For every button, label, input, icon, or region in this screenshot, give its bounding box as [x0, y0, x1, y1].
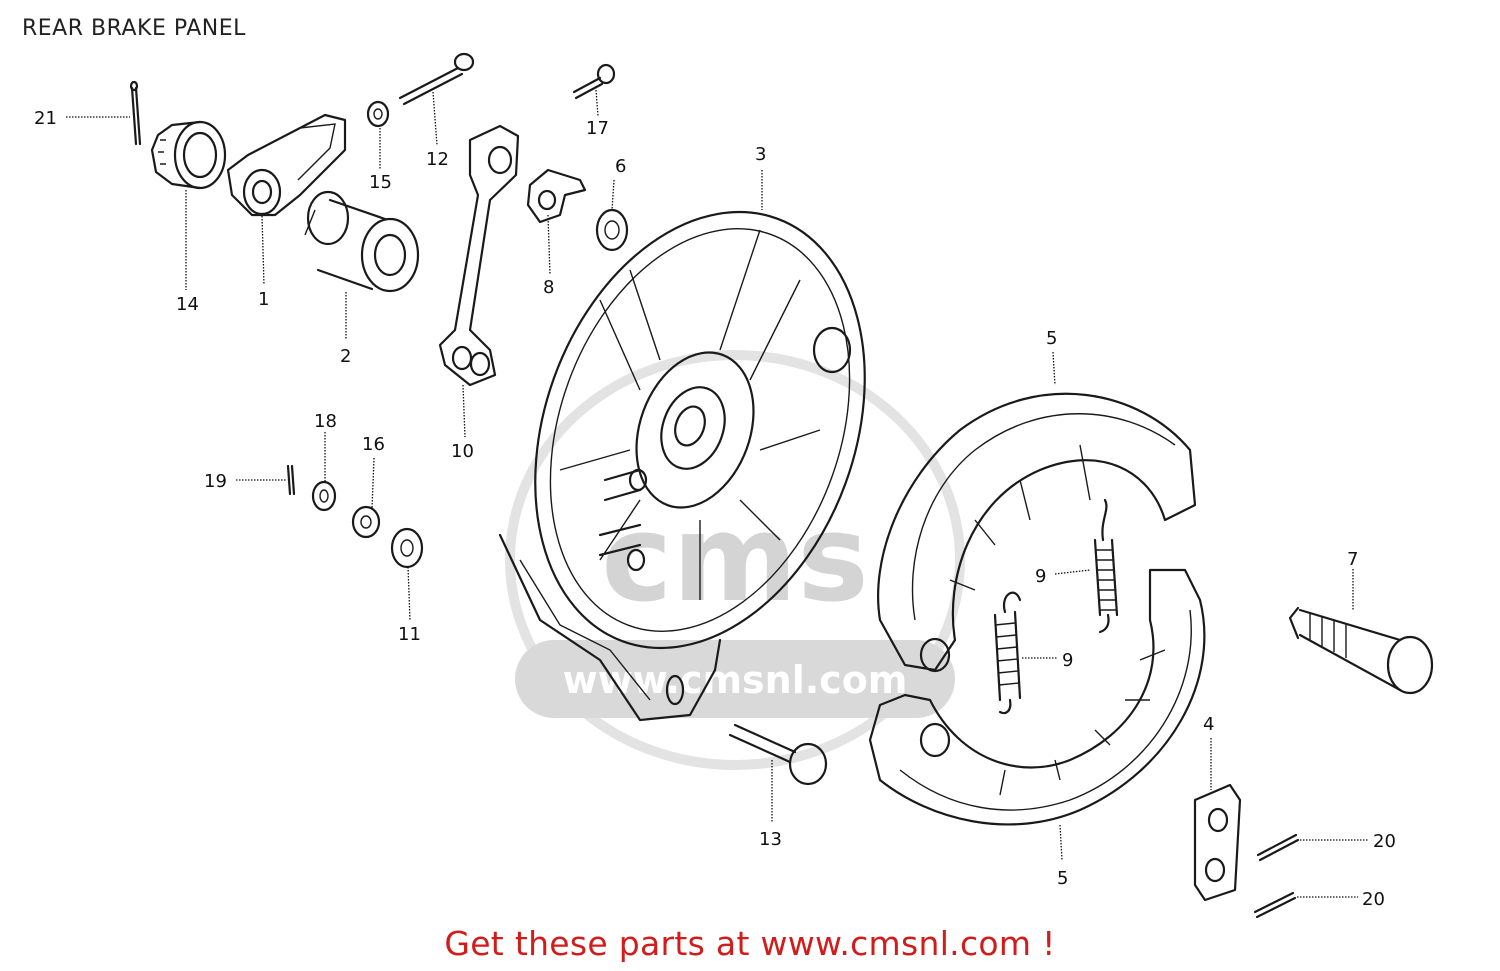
part-8-bracket: [526, 168, 587, 224]
callout-20-lower: 20: [1362, 889, 1385, 910]
part-1-brake-arm: [226, 113, 347, 217]
callout-labels: 21 14 1 2 15 12 17 6 8 3 10 18 16 19 11 …: [34, 108, 1396, 910]
part-3-brake-panel: [498, 210, 866, 722]
callout-10: 10: [451, 441, 474, 462]
part-7-brake-cam: [1288, 606, 1434, 695]
part-13-bolt: [728, 723, 828, 786]
part-10-torque-link: [438, 124, 520, 387]
part-20-pin-upper: [1256, 833, 1300, 862]
part-19-pin: [286, 464, 296, 496]
part-14-cap: [150, 120, 227, 190]
callout-7: 7: [1347, 549, 1358, 570]
part-15-nut: [366, 100, 390, 128]
part-5-brake-shoe-upper: [877, 392, 1197, 673]
part-16-washer: [351, 505, 381, 539]
callout-5-upper: 5: [1046, 328, 1057, 349]
callout-12: 12: [426, 149, 449, 170]
watermark-text: cms: [601, 490, 869, 629]
part-11-washer: [390, 527, 424, 569]
part-4-plate: [1193, 783, 1242, 902]
cta-footer-link[interactable]: Get these parts at www.cmsnl.com !: [444, 924, 1056, 963]
callout-1: 1: [258, 289, 269, 310]
part-6-washer: [595, 208, 629, 252]
leader-lines: [66, 89, 1368, 898]
part-9-spring-lower: [993, 591, 1022, 715]
callout-18: 18: [314, 411, 337, 432]
watermark-logo: cms www.cmsnl.com: [505, 350, 965, 770]
part-5-brake-shoe-lower: [868, 568, 1206, 826]
part-12-bolt: [398, 52, 475, 106]
part-20-pin-lower: [1253, 891, 1297, 919]
callout-19: 19: [204, 471, 227, 492]
callout-8: 8: [543, 277, 554, 298]
part-21-cotter-pin: [129, 80, 142, 146]
callout-20-upper: 20: [1373, 831, 1396, 852]
part-17-bolt: [572, 63, 616, 100]
callout-16: 16: [362, 434, 385, 455]
callout-11: 11: [398, 624, 421, 645]
page-title: REAR BRAKE PANEL: [22, 16, 246, 41]
part-9-spring-upper: [1093, 498, 1119, 634]
callout-13: 13: [759, 829, 782, 850]
part-18-nut: [311, 480, 337, 512]
callout-9-upper: 9: [1035, 566, 1046, 587]
watermark-url: www.cmsnl.com: [563, 658, 908, 702]
callout-9-lower: 9: [1062, 650, 1073, 671]
callout-14: 14: [176, 294, 199, 315]
callout-4: 4: [1203, 714, 1214, 735]
callout-6: 6: [615, 156, 626, 177]
callout-2: 2: [340, 346, 351, 367]
callout-17: 17: [586, 118, 609, 139]
callout-3: 3: [755, 144, 766, 165]
callout-21: 21: [34, 108, 57, 129]
part-2-sleeve: [304, 190, 420, 293]
callout-5-lower: 5: [1057, 868, 1068, 889]
callout-15: 15: [369, 172, 392, 193]
